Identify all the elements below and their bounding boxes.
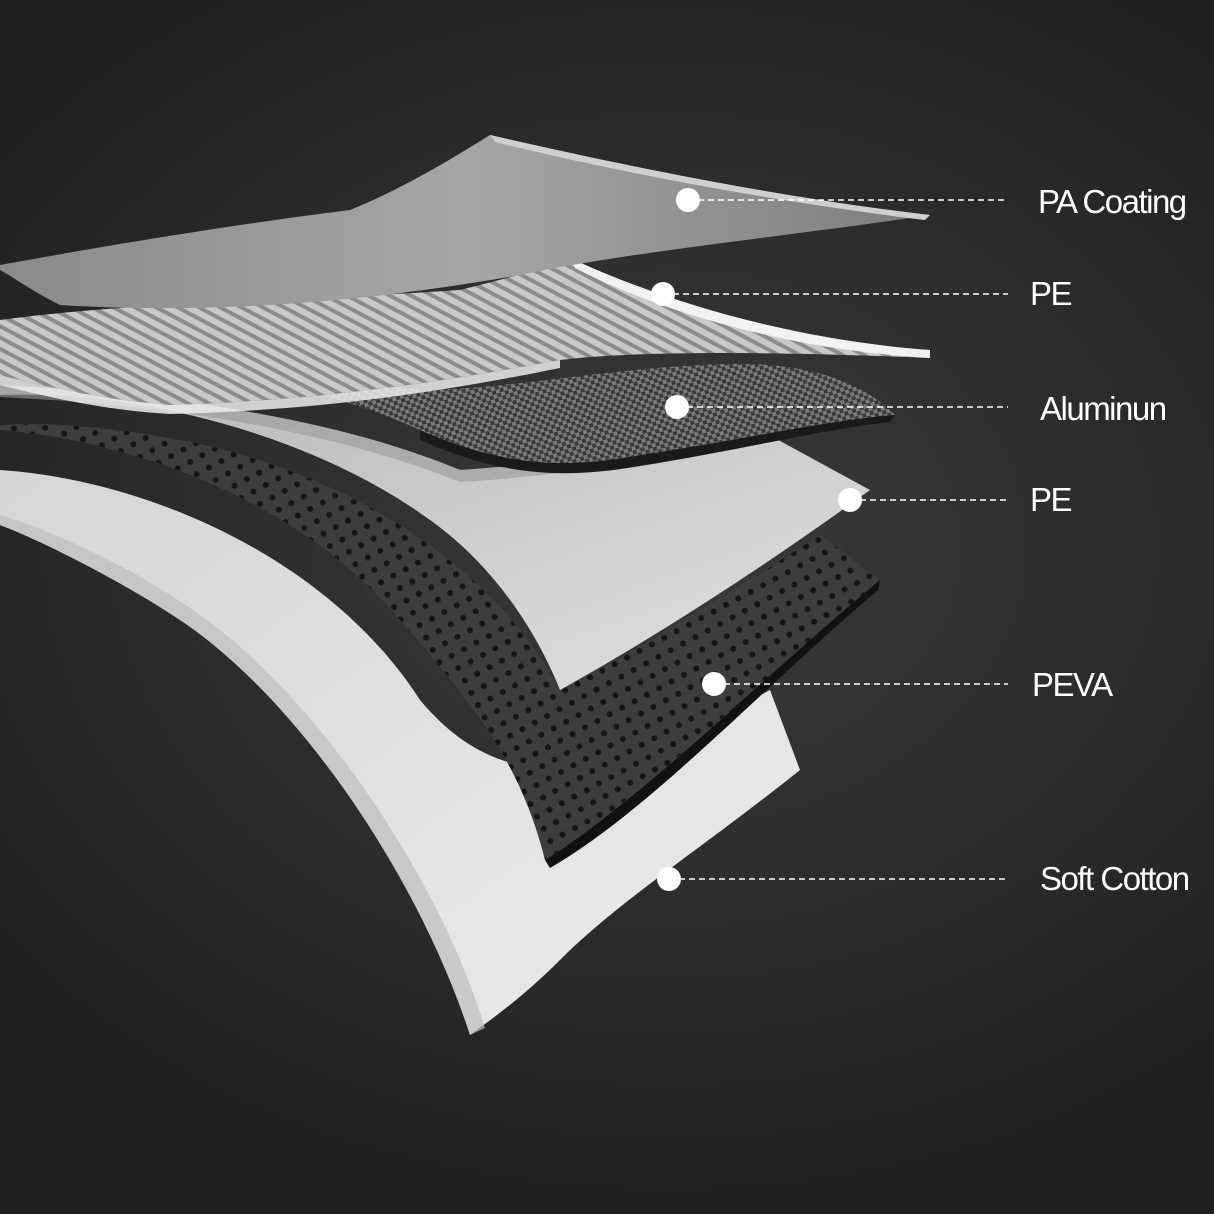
marker-dot-pe-bottom — [838, 488, 862, 512]
marker-dot-pe-top — [651, 282, 675, 306]
pa-coating-layer — [0, 135, 930, 309]
marker-dot-peva — [702, 672, 726, 696]
marker-dot-pa-coating — [676, 188, 700, 212]
pe-top-layer — [0, 258, 930, 414]
marker-dot-soft-cotton — [657, 867, 681, 891]
marker-dots — [651, 188, 862, 891]
label-aluminum: Aluminun — [1040, 390, 1167, 427]
label-pe-bottom: PE — [1030, 481, 1073, 518]
label-peva: PEVA — [1032, 666, 1113, 703]
label-soft-cotton: Soft Cotton — [1040, 860, 1190, 897]
label-pa-coating: PA Coating — [1038, 183, 1187, 220]
soft-cotton-layer — [0, 470, 800, 1035]
marker-dot-aluminum — [665, 395, 689, 419]
peva-layer — [0, 423, 880, 868]
label-pe-top: PE — [1030, 275, 1073, 312]
aluminum-layer — [0, 355, 895, 474]
leader-lines — [663, 199, 1008, 880]
